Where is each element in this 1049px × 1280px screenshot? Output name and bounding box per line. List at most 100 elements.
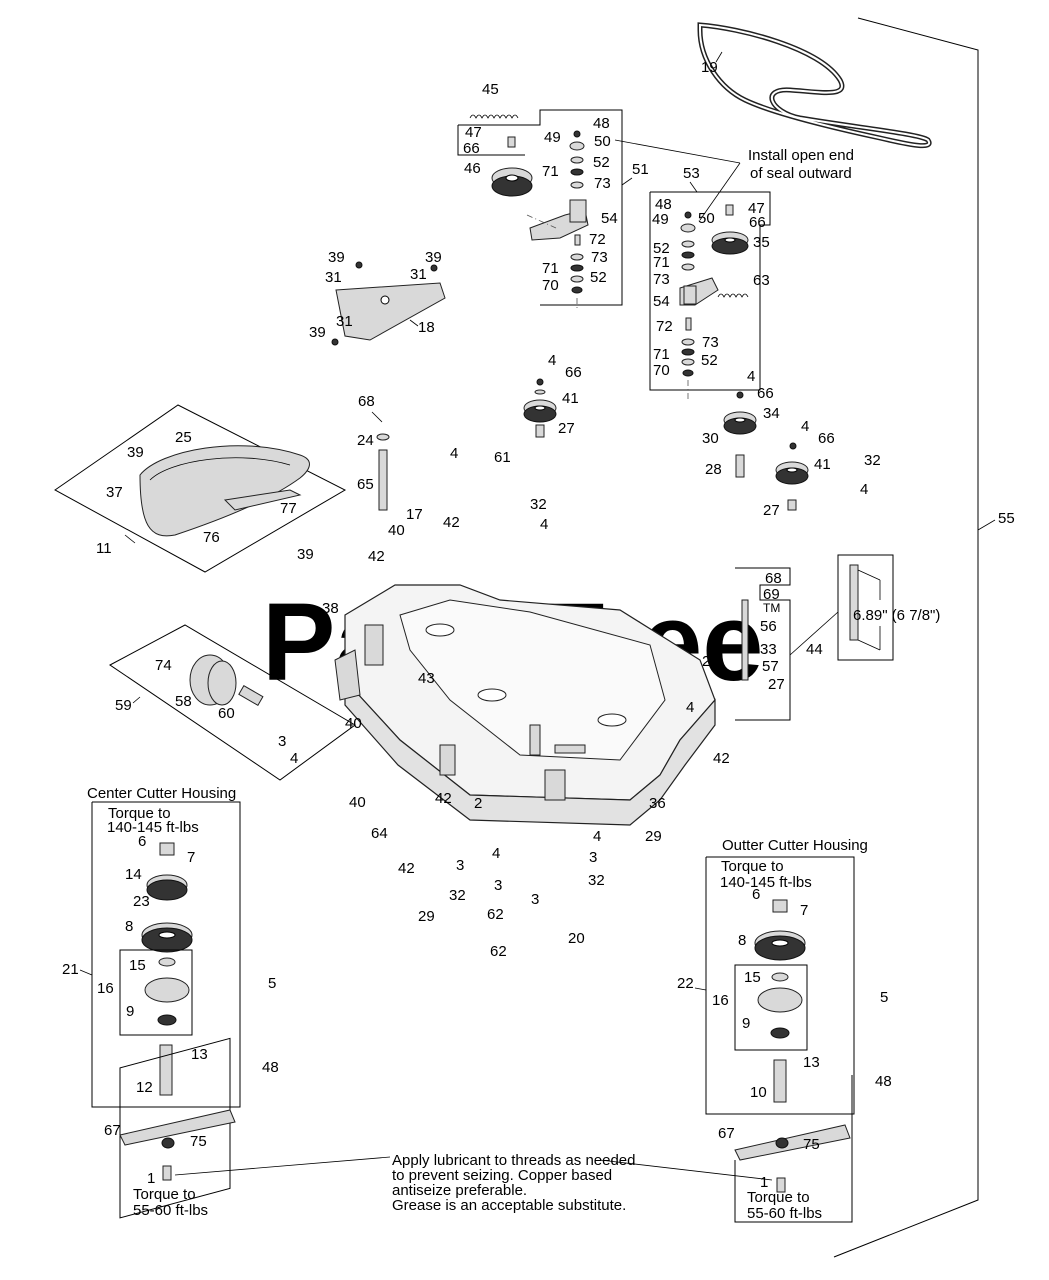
callout-56: 56 [760,618,777,635]
callout-67: 67 [104,1122,121,1139]
callout-66: 66 [757,385,774,402]
lube-note-line1: Apply lubricant to threads as needed [392,1152,636,1169]
callout-15: 15 [744,969,761,986]
belt-19 [697,22,932,149]
callout-57: 57 [762,658,779,675]
callout-29: 29 [418,908,435,925]
assembly-frame [833,17,996,1258]
callout-71: 71 [653,254,670,271]
callout-4: 4 [492,845,500,862]
callout-40: 40 [345,715,362,732]
callout-48: 48 [262,1059,279,1076]
callout-43: 43 [418,670,435,687]
callout-62: 62 [490,943,507,960]
callout-22: 22 [677,975,694,992]
callouts: 19 45 48 47 66 49 50 52 46 71 73 51 54 7… [62,59,1015,1191]
callout-47: 47 [748,200,765,217]
trademark: TM [763,601,780,615]
callout-48: 48 [875,1073,892,1090]
callout-17: 17 [406,506,423,523]
callout-3: 3 [278,733,286,750]
callout-14: 14 [125,866,142,883]
callout-42: 42 [713,750,730,767]
callout-32: 32 [530,496,547,513]
callout-74: 74 [155,657,172,674]
seal-note-line1: Install open end [748,147,854,164]
callout-9: 9 [126,1003,134,1020]
callout-4: 4 [548,352,556,369]
anti-scalp-wheel-59 [109,624,356,781]
rod-65 [371,411,390,511]
callout-68: 68 [358,393,375,410]
callout-39: 39 [309,324,326,341]
callout-66: 66 [749,214,766,231]
callout-73: 73 [594,175,611,192]
callout-19: 19 [701,59,718,76]
callout-27: 27 [558,420,575,437]
callout-61: 61 [494,449,511,466]
callout-25: 25 [175,429,192,446]
callout-39: 39 [127,444,144,461]
callout-16: 16 [97,980,114,997]
callout-44: 44 [806,641,823,658]
callout-5: 5 [268,975,276,992]
callout-8: 8 [125,918,133,935]
callout-73: 73 [702,334,719,351]
callout-36: 36 [649,795,666,812]
center-spindle-21 [79,801,391,1219]
callout-18: 18 [418,319,435,336]
callout-67: 67 [718,1125,735,1142]
callout-65: 65 [357,476,374,493]
callout-39: 39 [328,249,345,266]
callout-46: 46 [464,160,481,177]
callout-4: 4 [860,481,868,498]
callout-48: 48 [593,115,610,132]
callout-40: 40 [388,522,405,539]
callout-38: 38 [322,600,339,617]
callout-3: 3 [589,849,597,866]
notes: Install open end of seal outward 6.89" (… [87,147,940,1222]
dimension-note: 6.89" (6 7/8") [853,607,940,624]
callout-45: 45 [482,81,499,98]
outer-housing-title: Outter Cutter Housing [722,837,868,854]
callout-49: 49 [544,129,561,146]
callout-1: 1 [147,1170,155,1187]
callout-76: 76 [203,529,220,546]
callout-77: 77 [280,500,297,517]
callout-40: 40 [349,794,366,811]
callout-4: 4 [801,418,809,435]
callout-29: 29 [645,828,662,845]
callout-15: 15 [129,957,146,974]
callout-11: 11 [96,540,112,557]
callout-48: 48 [655,196,672,213]
callout-7: 7 [187,849,195,866]
callout-70: 70 [653,362,670,379]
callout-32: 32 [588,872,605,889]
callout-4: 4 [540,516,548,533]
belt-cover-11 [54,404,347,573]
callout-4: 4 [450,445,458,462]
callout-63: 63 [753,272,770,289]
callout-72: 72 [656,318,673,335]
callout-73: 73 [591,249,608,266]
callout-27: 27 [768,676,785,693]
outer-torque-bottom-1: Torque to [747,1189,810,1206]
callout-4: 4 [593,828,601,845]
callout-52: 52 [593,154,610,171]
callout-52: 52 [590,269,607,286]
callout-13: 13 [191,1046,208,1063]
plate-18 [331,261,446,346]
callout-54: 54 [601,210,618,227]
callout-6: 6 [138,833,146,850]
callout-35: 35 [753,234,770,251]
callout-30: 30 [702,430,719,447]
callout-4: 4 [290,750,298,767]
callout-9: 9 [742,1015,750,1032]
idler-assembly-53 [614,139,771,400]
callout-13: 13 [803,1054,820,1071]
callout-42: 42 [398,860,415,877]
callout-52: 52 [701,352,718,369]
callout-8: 8 [738,932,746,949]
mower-deck [334,584,716,826]
